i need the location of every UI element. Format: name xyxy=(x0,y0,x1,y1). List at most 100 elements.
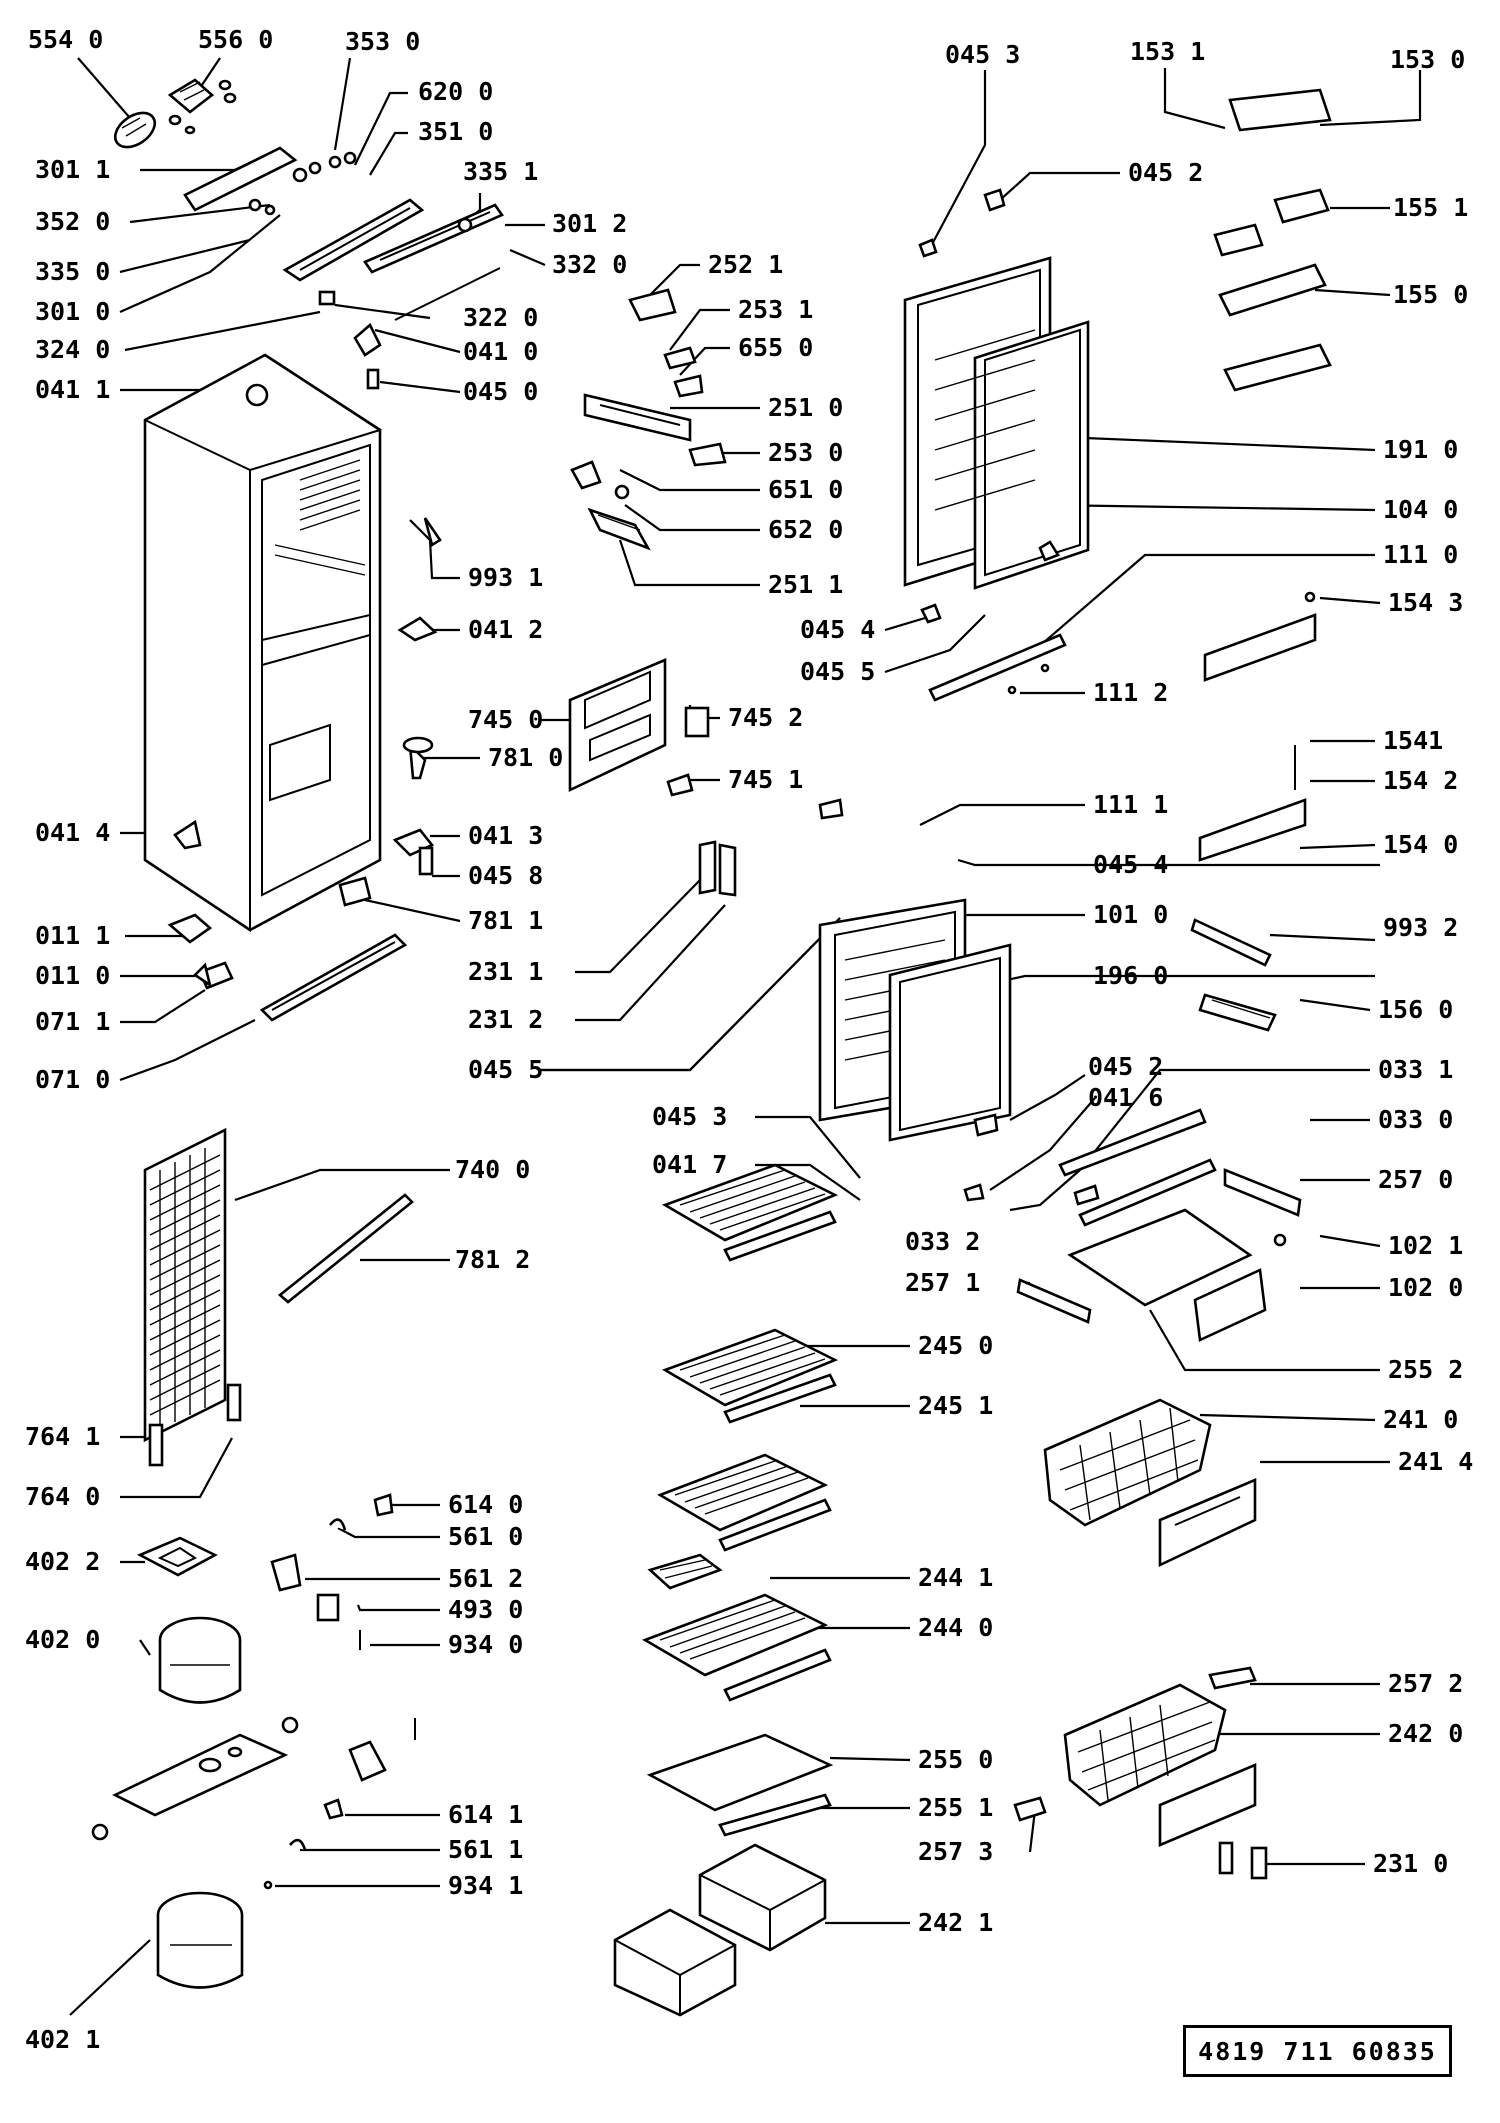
part-label-7641: 764 1 xyxy=(25,1422,100,1451)
part-label-3350: 335 0 xyxy=(35,257,110,286)
part-label-1021: 102 1 xyxy=(1388,1231,1463,1260)
part-label-0455b: 045 5 xyxy=(800,657,875,686)
part-label-0414: 041 4 xyxy=(35,818,110,847)
part-label-3240: 324 0 xyxy=(35,335,110,364)
part-label-2572: 257 2 xyxy=(1388,1669,1463,1698)
part-label-5610: 561 0 xyxy=(448,1522,523,1551)
cabinet-body xyxy=(143,353,382,933)
part-label-1020: 102 0 xyxy=(1388,1273,1463,1302)
part-label-1040: 104 0 xyxy=(1383,495,1458,524)
part-label-2531: 253 1 xyxy=(738,295,813,324)
part-label-0416: 041 6 xyxy=(1088,1083,1163,1112)
cabinet-fittings xyxy=(338,517,442,907)
part-label-1551: 155 1 xyxy=(1393,193,1468,222)
thermostat-knob-part xyxy=(113,111,196,149)
top-cover-part xyxy=(282,198,504,321)
part-label-0453b: 045 3 xyxy=(652,1102,727,1131)
part-label-2530: 253 0 xyxy=(768,438,843,467)
part-label-1110: 111 0 xyxy=(1383,540,1458,569)
part-label-0332: 033 2 xyxy=(905,1227,980,1256)
part-label-6520: 652 0 xyxy=(768,515,843,544)
part-label-5560: 556 0 xyxy=(198,25,273,54)
part-label-4021: 402 1 xyxy=(25,2025,100,2054)
part-label-1541: 1541 xyxy=(1383,726,1443,755)
part-label-3320: 332 0 xyxy=(552,250,627,279)
door-hinge-parts xyxy=(918,188,1067,702)
part-label-5540: 554 0 xyxy=(28,25,103,54)
part-label-2551: 255 1 xyxy=(918,1793,993,1822)
part-label-0454a: 045 4 xyxy=(800,615,875,644)
parts-drawings xyxy=(91,78,1332,2017)
relay-parts xyxy=(270,1493,394,1650)
part-label-2440: 244 0 xyxy=(918,1613,993,1642)
part-label-0455a: 045 5 xyxy=(468,1055,543,1084)
part-label-7452: 745 2 xyxy=(728,703,803,732)
part-label-4930: 493 0 xyxy=(448,1595,523,1624)
part-label-7451: 745 1 xyxy=(728,765,803,794)
part-label-7810: 781 0 xyxy=(488,743,563,772)
part-label-2511: 251 1 xyxy=(768,570,843,599)
part-label-6550: 655 0 xyxy=(738,333,813,362)
part-label-0711: 071 1 xyxy=(35,1007,110,1036)
part-label-6510: 651 0 xyxy=(768,475,843,504)
part-label-0412: 041 2 xyxy=(468,615,543,644)
part-label-4022: 402 2 xyxy=(25,1547,100,1576)
part-label-1910: 191 0 xyxy=(1383,435,1458,464)
part-label-2450: 245 0 xyxy=(918,1331,993,1360)
part-label-6141: 614 1 xyxy=(448,1800,523,1829)
part-label-2410: 241 0 xyxy=(1383,1405,1458,1434)
condenser-part xyxy=(143,1127,227,1443)
control-housing-part xyxy=(568,658,737,897)
part-label-5612: 561 2 xyxy=(448,1564,523,1593)
fridge-shelves xyxy=(641,1163,1047,1837)
part-label-7400: 740 0 xyxy=(455,1155,530,1184)
part-label-2414: 241 4 xyxy=(1398,1447,1473,1476)
part-label-0330: 033 0 xyxy=(1378,1105,1453,1134)
part-label-5611: 561 1 xyxy=(448,1835,523,1864)
part-label-1540: 154 0 xyxy=(1383,830,1458,859)
part-label-2550: 255 0 xyxy=(918,1745,993,1774)
part-label-2573: 257 3 xyxy=(918,1837,993,1866)
part-label-2570: 257 0 xyxy=(1378,1165,1453,1194)
part-label-0413: 041 3 xyxy=(468,821,543,850)
part-label-2552: 255 2 xyxy=(1388,1355,1463,1384)
freezer-door-part xyxy=(818,798,1012,1142)
part-label-3351: 335 1 xyxy=(463,157,538,186)
drain-tube-part xyxy=(148,1193,414,1467)
part-labels: 554 0 556 0 353 0 620 0 351 0 301 1 335 … xyxy=(25,25,1473,2054)
fridge-door-part xyxy=(903,256,1090,590)
door-shelves xyxy=(1198,88,1332,862)
part-label-2451: 245 1 xyxy=(918,1391,993,1420)
part-label-0331: 033 1 xyxy=(1378,1055,1453,1084)
part-label-2420: 242 0 xyxy=(1388,1719,1463,1748)
part-label-3510: 351 0 xyxy=(418,117,493,146)
part-label-1112: 111 2 xyxy=(1093,678,1168,707)
part-label-6140: 614 0 xyxy=(448,1490,523,1519)
part-label-0453a: 045 3 xyxy=(945,40,1020,69)
part-label-3530: 353 0 xyxy=(345,27,420,56)
part-label-1550: 155 0 xyxy=(1393,280,1468,309)
base-plate-part xyxy=(91,1716,416,1841)
part-label-9931: 993 1 xyxy=(468,563,543,592)
part-label-1530: 153 0 xyxy=(1390,45,1465,74)
fan-bracket-parts xyxy=(570,288,727,551)
part-label-0458: 045 8 xyxy=(468,861,543,890)
part-label-1960: 196 0 xyxy=(1093,961,1168,990)
part-label-1111: 111 1 xyxy=(1093,790,1168,819)
compressor-bottom-part xyxy=(156,1798,344,1989)
part-label-3011: 301 1 xyxy=(35,155,110,184)
part-label-2311: 231 1 xyxy=(468,957,543,986)
freezer-accessories xyxy=(963,918,1302,1342)
part-label-2521: 252 1 xyxy=(708,250,783,279)
part-label-9340: 934 0 xyxy=(448,1630,523,1659)
baskets xyxy=(1043,1398,1268,1880)
drawing-number: 4819 711 60835 xyxy=(1183,2025,1452,2077)
hinge-top-part xyxy=(318,290,382,390)
part-label-9932: 993 2 xyxy=(1383,913,1458,942)
control-panel-part xyxy=(183,146,357,216)
part-label-3520: 352 0 xyxy=(35,207,110,236)
part-label-0410: 041 0 xyxy=(463,337,538,366)
part-label-1560: 156 0 xyxy=(1378,995,1453,1024)
part-label-0450: 045 0 xyxy=(463,377,538,406)
